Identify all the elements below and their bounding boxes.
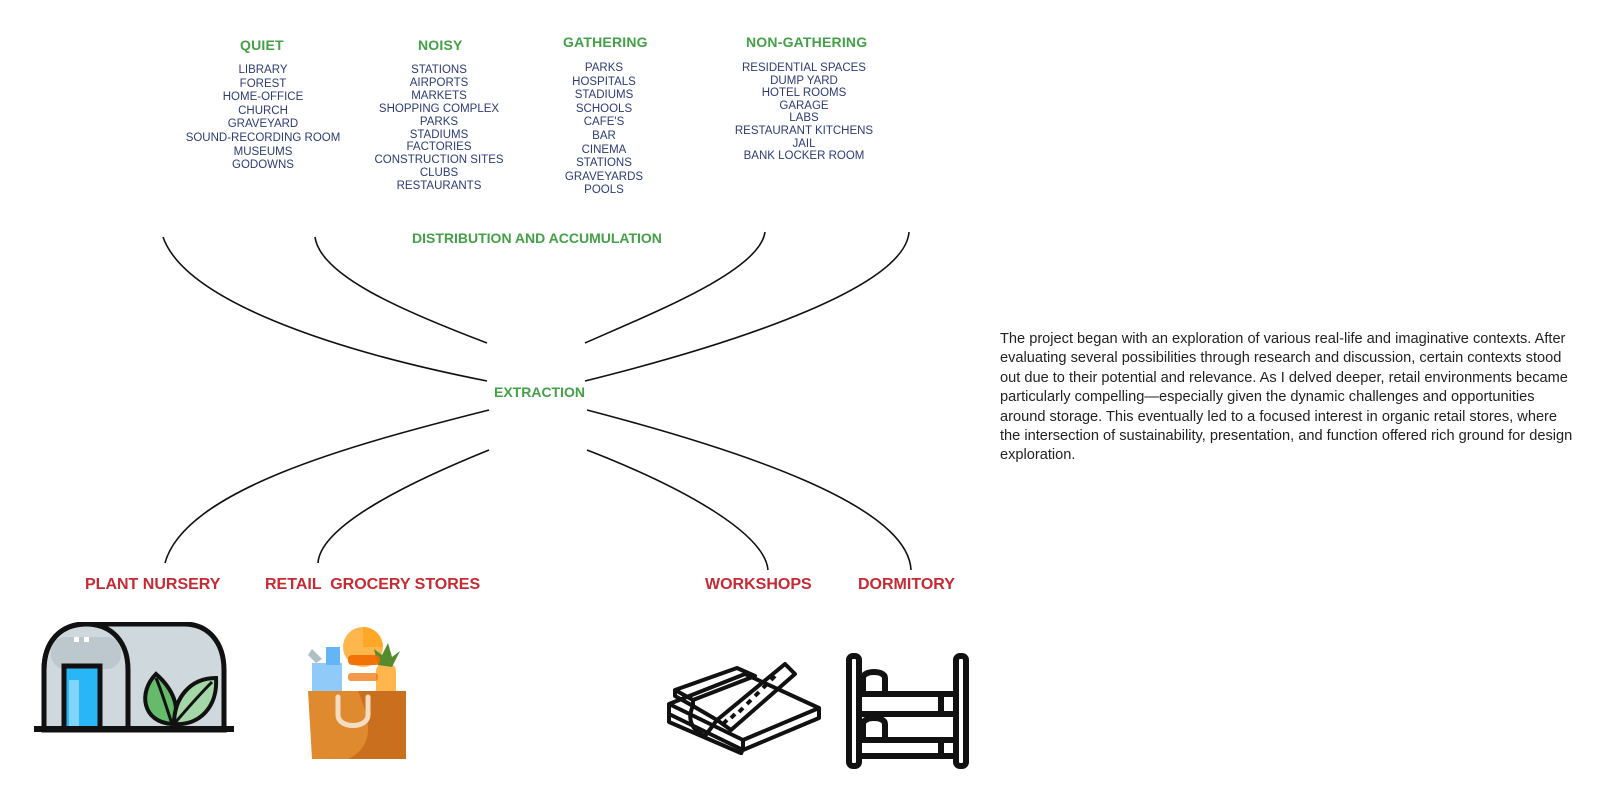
list-item: LABS	[789, 112, 819, 125]
list-item: SOUND-RECORDING ROOM	[185, 131, 341, 144]
category-title-quiet: QUIET	[240, 37, 284, 53]
destination-label-plant-nursery: PLANT NURSERY	[85, 576, 221, 593]
greenhouse-icon	[34, 622, 234, 733]
category-title-non-gathering: NON-GATHERING	[746, 34, 868, 50]
list-item: GRAVEYARD	[227, 118, 299, 131]
extraction-label: EXTRACTION	[494, 384, 585, 400]
category-title-noisy: NOISY	[418, 37, 463, 53]
project-description: The project began with an exploration of…	[1000, 331, 1573, 464]
list-item: BAR	[592, 129, 616, 142]
list-item: STADIUMS	[409, 128, 469, 141]
list-item: POOLS	[584, 184, 624, 197]
list-item: CAFE'S	[583, 116, 625, 129]
list-item: FACTORIES	[406, 141, 472, 154]
list-item: GARAGE	[779, 99, 829, 112]
list-item: HOME-OFFICE	[222, 91, 304, 104]
list-item: FOREST	[239, 77, 287, 90]
connector-curve	[584, 231, 766, 344]
destination-label-dormitory: DORMITORY	[858, 576, 955, 593]
list-item: CONSTRUCTION SITES	[374, 154, 504, 167]
distribution-label: DISTRIBUTION AND ACCUMULATION	[412, 230, 662, 246]
list-item: BANK LOCKER ROOM	[743, 150, 865, 163]
list-item: STADIUMS	[574, 89, 634, 102]
list-item: LIBRARY	[238, 64, 288, 76]
list-item: PARKS	[584, 62, 624, 74]
list-item: PARKS	[419, 115, 459, 128]
category-title-gathering: GATHERING	[563, 34, 648, 50]
list-item: STATIONS	[411, 64, 467, 76]
list-item: STATIONS	[576, 157, 632, 170]
list-item: CLUBS	[419, 167, 459, 180]
list-item: JAIL	[792, 137, 816, 150]
list-item: SCHOOLS	[575, 102, 633, 115]
list-item: GODOWNS	[232, 159, 294, 172]
destination-label-grocery-stores: RETAIL GROCERY STORES	[265, 576, 481, 593]
connector-curve	[584, 231, 910, 382]
list-item: MUSEUMS	[233, 145, 293, 158]
list-item: CHURCH	[238, 104, 288, 117]
list-item: AIRPORTS	[409, 76, 469, 89]
connector-curve	[314, 236, 488, 344]
saw-and-planks-icon	[667, 662, 821, 755]
grocery-bag-icon	[308, 627, 406, 759]
list-item: RESTAURANTS	[396, 180, 482, 193]
connector-curve	[317, 449, 490, 564]
list-item: MARKETS	[411, 89, 467, 102]
connector-curve	[586, 409, 912, 571]
list-item: HOSPITALS	[572, 75, 636, 88]
list-item: SHOPPING COMPLEX	[378, 102, 500, 115]
list-item: RESTAURANT KITCHENS	[734, 124, 874, 137]
connector-curve	[164, 409, 490, 564]
list-item: HOTEL ROOMS	[761, 87, 847, 100]
list-item: GRAVEYARDS	[564, 170, 644, 183]
connector-curve	[162, 236, 488, 382]
destination-label-workshops: WORKSHOPS	[705, 576, 812, 593]
list-item: DUMP YARD	[770, 74, 838, 87]
bunk-bed-icon	[846, 653, 969, 769]
connector-curve	[586, 449, 769, 571]
list-item: RESIDENTIAL SPACES	[742, 62, 866, 74]
list-item: CINEMA	[581, 143, 627, 156]
